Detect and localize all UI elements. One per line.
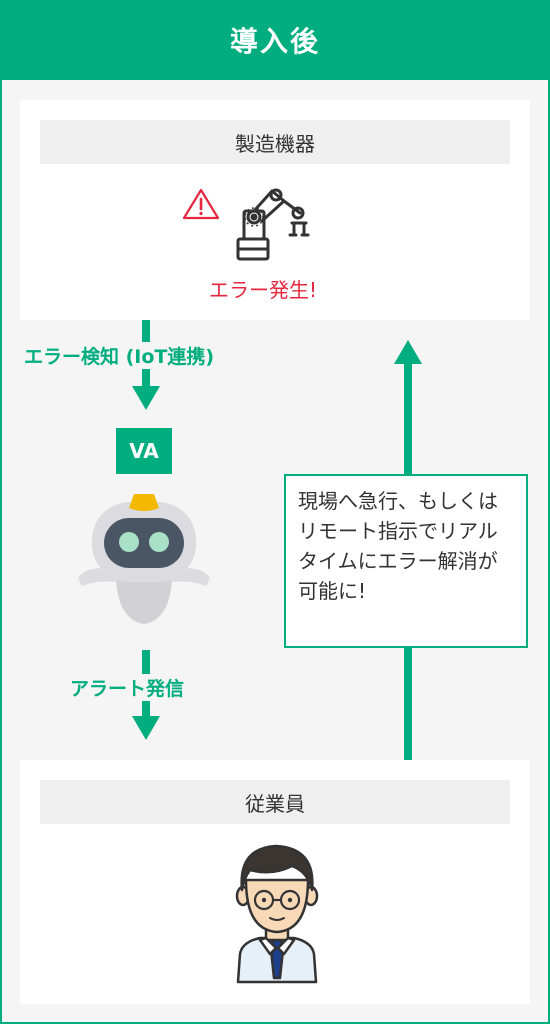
error-status-text: エラー発生! xyxy=(209,278,318,302)
warning-icon xyxy=(182,188,220,220)
employee-panel-title: 従業員 xyxy=(40,780,510,824)
equipment-panel-title: 製造機器 xyxy=(40,120,510,164)
va-badge: VA xyxy=(116,428,172,474)
detect-label: エラー検知 (IoT連携) xyxy=(24,342,215,369)
va-robot-icon xyxy=(78,494,210,624)
page-title: 導入後 xyxy=(0,0,550,80)
alert-label: アラート発信 xyxy=(70,674,185,701)
employee-avatar-icon xyxy=(235,844,319,984)
resolution-note: 現場へ急行、もしくはリモート指示でリアルタイムにエラー解消が可能に! xyxy=(284,474,528,648)
robot-arm-icon xyxy=(236,188,310,261)
